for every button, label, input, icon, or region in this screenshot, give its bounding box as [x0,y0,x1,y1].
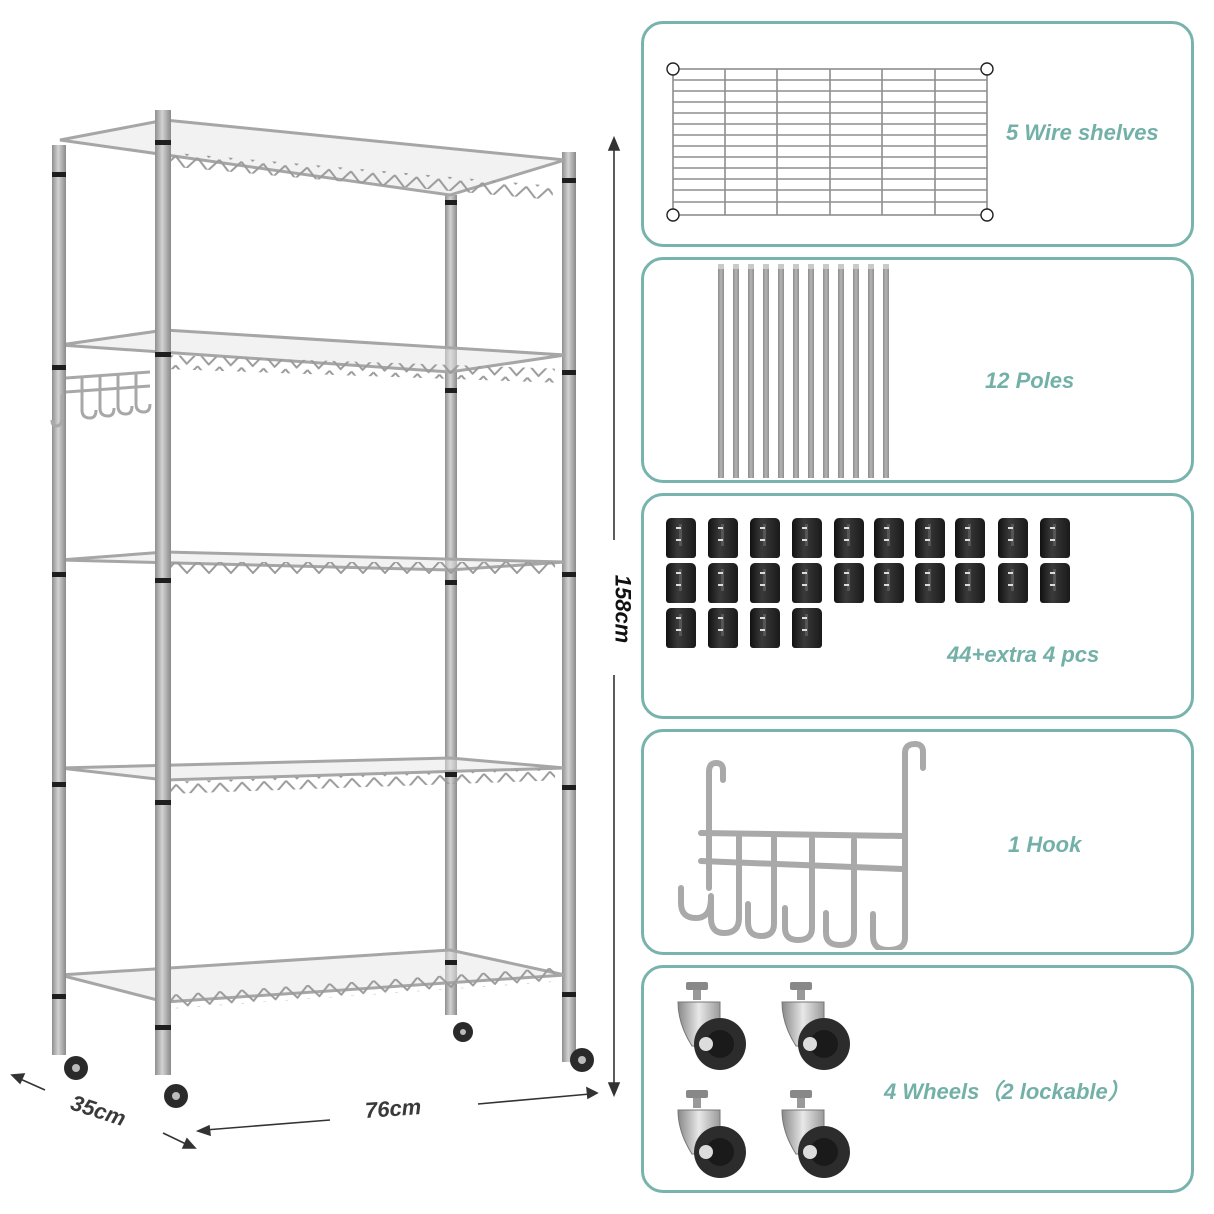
component-label: 5 Wire shelves [1006,120,1159,145]
caster-icons [64,1022,594,1108]
component-panel-wheels: 4 Wheels（2 lockable） [641,965,1194,1193]
caster-wheel-icons [677,981,851,1179]
component-label: 4 Wheels（2 lockable） [884,1079,1130,1104]
component-label: 12 Poles [985,368,1075,393]
component-panel-clips: 44+extra 4 pcs [641,493,1194,719]
side-hook-icon [678,740,926,950]
component-panel-poles: 12 Poles [641,257,1194,483]
width-dimension-label: 76cm [364,1094,423,1123]
component-panel-shelves: 5 Wire shelves [641,21,1194,247]
component-label: 1 Hook [1008,832,1082,857]
wire-shelf-grid-icon [666,62,994,222]
height-dimension-label: 158cm [610,574,636,644]
side-hook-icon [50,370,152,428]
wire-rack-icon [10,110,621,1149]
rack-illustration: 158cm 35cm 76cm [10,110,635,1149]
component-label: 44+extra 4 pcs [947,642,1100,667]
component-panel-hook: 1 Hook [641,729,1194,955]
